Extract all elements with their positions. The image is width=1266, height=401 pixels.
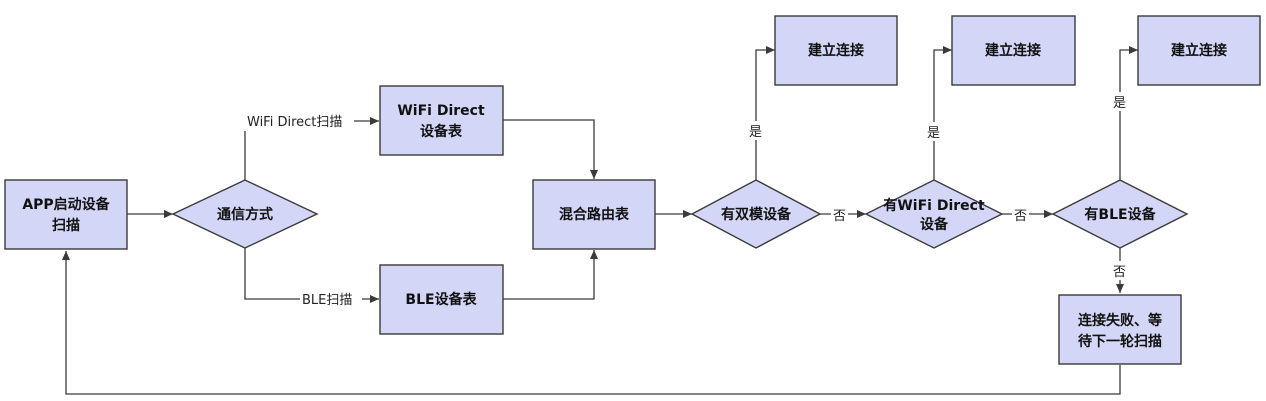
ble-table-label: BLE设备表 [405, 291, 477, 308]
edges [62, 46, 1138, 395]
edge-dual-yes-to-conn1 [755, 46, 775, 180]
connect-2-label: 建立连接 [985, 42, 1041, 59]
wifi-table-label-line2: 设备表 [420, 123, 463, 140]
start-label-line2: 扫描 [52, 217, 80, 234]
mixed-label: 混合路由表 [559, 206, 630, 223]
yes-label-1: 是 [749, 125, 762, 140]
wifi-table-label-line1: WiFi Direct [397, 103, 485, 119]
node-wifi-table: WiFi Direct 设备表 [379, 85, 504, 156]
node-wifi-decision: 有WiFi Direct 设备 [864, 179, 1004, 249]
node-ble-table: BLE设备表 [379, 264, 504, 335]
ble-check-label: 有BLE设备 [1084, 206, 1156, 223]
edge-labels: WiFi Direct扫描 BLE扫描 是 是 是 否 否 否 [243, 92, 1129, 309]
node-mixed-routing: 混合路由表 [532, 179, 656, 250]
wifi-scan-label: WiFi Direct扫描 [247, 115, 342, 130]
no-label-3: 否 [1113, 265, 1126, 280]
node-comm-decision: 通信方式 [171, 179, 319, 249]
node-connect-fail: 连接失败、等 待下一轮扫描 [1058, 294, 1182, 365]
node-connect-3: 建立连接 [1137, 15, 1261, 86]
edge-wifi-check-yes-to-conn2 [933, 46, 952, 180]
dual-label: 有双模设备 [721, 206, 792, 223]
no-label-1: 否 [833, 209, 846, 224]
node-connect-2: 建立连接 [951, 15, 1076, 86]
edge-ble-check-yes-to-conn3 [1119, 46, 1138, 180]
connect-3-label: 建立连接 [1171, 42, 1227, 59]
comm-label: 通信方式 [217, 206, 273, 223]
node-dual-decision: 有双模设备 [690, 179, 822, 249]
edge-wifi-table-to-mixed [503, 119, 598, 179]
yes-label-3: 是 [1113, 96, 1126, 111]
fail-label-line2: 待下一轮扫描 [1078, 333, 1162, 350]
edge-ble-table-to-mixed [503, 250, 598, 300]
start-label-line1: APP启动设备 [22, 196, 110, 213]
node-connect-1: 建立连接 [774, 15, 898, 86]
node-ble-decision: 有BLE设备 [1051, 179, 1189, 249]
no-label-2: 否 [1014, 209, 1027, 224]
connect-1-label: 建立连接 [808, 42, 864, 59]
yes-label-2: 是 [927, 126, 940, 141]
edge-fail-loop-to-start [62, 251, 1121, 395]
wifi-check-label-line1: 有WiFi Direct [883, 197, 985, 214]
node-start: APP启动设备 扫描 [4, 179, 128, 250]
ble-scan-label: BLE扫描 [302, 293, 352, 308]
fail-label-line1: 连接失败、等 [1078, 312, 1162, 329]
wifi-check-label-line2: 设备 [920, 216, 949, 233]
